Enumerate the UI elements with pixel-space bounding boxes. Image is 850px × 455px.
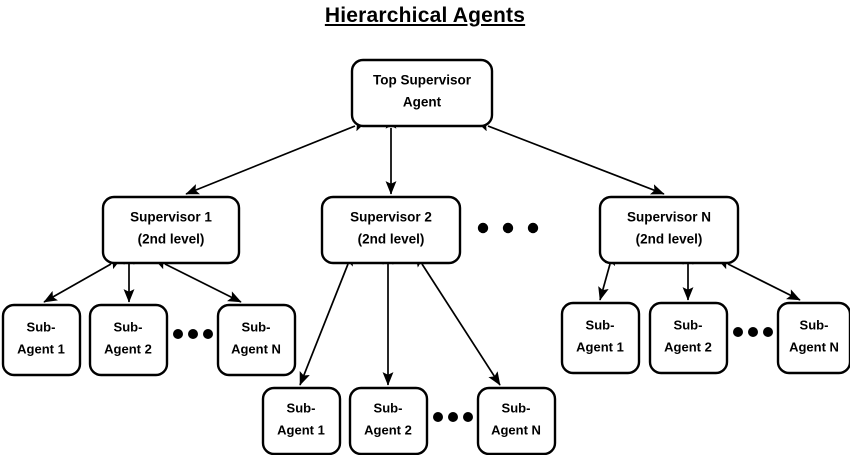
s1-sub-agent-2-box[interactable]	[88, 303, 169, 377]
edge-supervisor-1-to-sub-agent-n	[153, 258, 242, 303]
supervisor-1-box[interactable]	[101, 195, 241, 265]
node-s1-sub-agent-1[interactable]: Sub- Agent 1	[1, 303, 82, 377]
s2-sub-agent-n-label-line1: Sub-	[502, 400, 531, 415]
edge-top-to-supervisor-1	[185, 121, 367, 195]
supervisor-n-label-line1: Supervisor N	[627, 210, 711, 225]
edge-supervisor-n-to-sub-agent-1	[598, 251, 616, 301]
ellipsis-dot	[502, 222, 514, 234]
ellipsis-dot	[448, 412, 458, 422]
edges-supervisor-n-children	[598, 251, 801, 301]
s2-sub-agent-2-box[interactable]	[348, 386, 429, 455]
node-supervisor-2[interactable]: Supervisor 2 (2nd level)	[320, 195, 462, 265]
s2-sub-agent-1-label-line2: Agent 1	[277, 422, 325, 437]
node-s1-sub-agent-n[interactable]: Sub- Agent N	[216, 303, 297, 377]
node-s2-sub-agent-1[interactable]: Sub- Agent 1	[261, 386, 342, 455]
edge-supervisor-n-to-sub-agent-n	[716, 258, 801, 301]
page-title: Hierarchical Agents	[324, 4, 526, 27]
node-sn-sub-agent-n[interactable]: Sub- Agent N	[776, 301, 850, 375]
sn-sub-agent-1-box[interactable]	[560, 301, 641, 375]
edge-supervisor-1-to-sub-agent-1	[43, 257, 123, 303]
edges-level-1	[185, 115, 665, 195]
s1-sub-agent-1-label-line1: Sub-	[27, 319, 56, 334]
ellipsis-dot	[433, 412, 443, 422]
s1-sub-agent-2-label-line2: Agent 2	[104, 341, 152, 356]
ellipsis-dot	[203, 329, 213, 339]
s2-sub-agent-1-label-line1: Sub-	[287, 400, 316, 415]
supervisor-2-label-line2: (2nd level)	[358, 232, 425, 247]
node-sn-sub-agent-2[interactable]: Sub- Agent 2	[648, 301, 729, 375]
ellipsis-dot	[173, 329, 183, 339]
edge-supervisor-2-to-sub-agent-1	[299, 251, 353, 386]
sn-sub-agent-n-label-line2: Agent N	[789, 339, 839, 354]
edge-top-to-supervisor-n	[475, 121, 665, 195]
top-supervisor-label-line1: Top Supervisor	[373, 73, 472, 88]
supervisor-2-label-line1: Supervisor 2	[350, 210, 432, 225]
ellipsis-s1-sub-agents	[173, 329, 213, 339]
sn-sub-agent-2-label-line1: Sub-	[674, 317, 703, 332]
top-supervisor-label-line2: Agent	[403, 95, 442, 110]
ellipsis-dot	[463, 412, 473, 422]
node-supervisor-1[interactable]: Supervisor 1 (2nd level)	[101, 195, 241, 265]
sn-sub-agent-n-box[interactable]	[776, 301, 850, 375]
ellipsis-dot	[527, 222, 539, 234]
edges-supervisor-2-children	[299, 251, 501, 386]
ellipsis-supervisors	[477, 222, 539, 234]
ellipsis-dot	[748, 327, 758, 337]
supervisor-n-box[interactable]	[598, 195, 740, 265]
s2-sub-agent-n-box[interactable]	[476, 386, 557, 455]
s1-sub-agent-1-box[interactable]	[1, 303, 82, 377]
s1-sub-agent-n-label-line2: Agent N	[231, 341, 281, 356]
edge-supervisor-2-to-sub-agent-n	[414, 253, 501, 386]
sn-sub-agent-1-label-line1: Sub-	[586, 317, 615, 332]
ellipsis-dot	[188, 329, 198, 339]
s1-sub-agent-2-label-line1: Sub-	[114, 319, 143, 334]
node-top-supervisor-agent[interactable]: Top Supervisor Agent	[350, 58, 494, 128]
s1-sub-agent-n-label-line1: Sub-	[242, 319, 271, 334]
s2-sub-agent-n-label-line2: Agent N	[491, 422, 541, 437]
ellipsis-s2-sub-agents	[433, 412, 473, 422]
node-supervisor-n[interactable]: Supervisor N (2nd level)	[598, 195, 740, 265]
s2-sub-agent-2-label-line2: Agent 2	[364, 422, 412, 437]
node-s1-sub-agent-2[interactable]: Sub- Agent 2	[88, 303, 169, 377]
supervisor-1-label-line2: (2nd level)	[138, 232, 205, 247]
supervisor-1-label-line1: Supervisor 1	[130, 210, 212, 225]
ellipsis-dot	[763, 327, 773, 337]
s2-sub-agent-2-label-line1: Sub-	[374, 400, 403, 415]
top-supervisor-box[interactable]	[350, 58, 494, 128]
s2-sub-agent-1-box[interactable]	[261, 386, 342, 455]
sn-sub-agent-1-label-line2: Agent 1	[576, 339, 624, 354]
node-s2-sub-agent-n[interactable]: Sub- Agent N	[476, 386, 557, 455]
ellipsis-dot	[477, 222, 489, 234]
supervisor-n-label-line2: (2nd level)	[636, 232, 703, 247]
node-sn-sub-agent-1[interactable]: Sub- Agent 1	[560, 301, 641, 375]
ellipsis-dot	[733, 327, 743, 337]
node-s2-sub-agent-2[interactable]: Sub- Agent 2	[348, 386, 429, 455]
s1-sub-agent-n-box[interactable]	[216, 303, 297, 377]
sn-sub-agent-2-box[interactable]	[648, 301, 729, 375]
ellipsis-sn-sub-agents	[733, 327, 773, 337]
sn-sub-agent-n-label-line1: Sub-	[800, 317, 829, 332]
sn-sub-agent-2-label-line2: Agent 2	[664, 339, 712, 354]
supervisor-2-box[interactable]	[320, 195, 462, 265]
edges-supervisor-1-children	[43, 251, 242, 303]
s1-sub-agent-1-label-line2: Agent 1	[17, 341, 65, 356]
